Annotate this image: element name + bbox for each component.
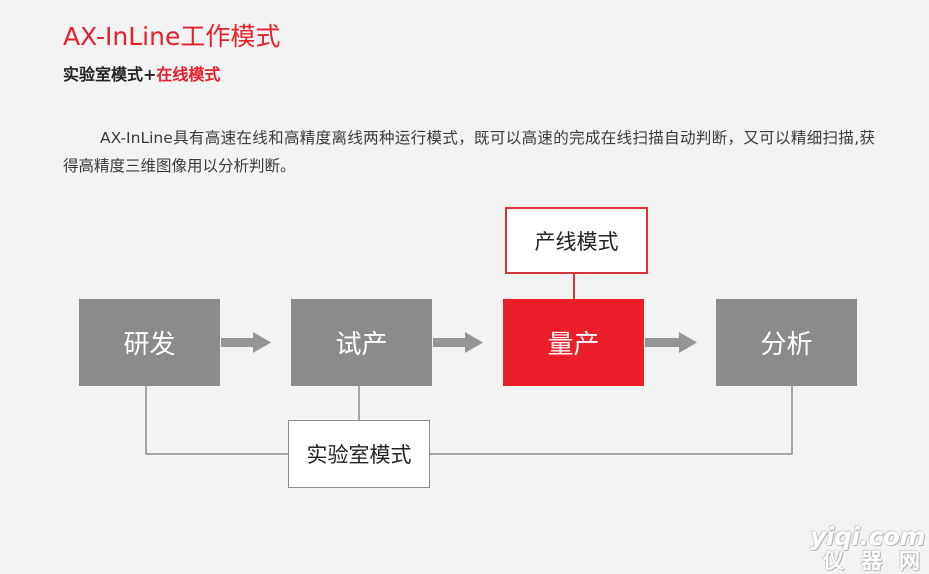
yiqi-watermark-logo: yiqi.com 仪器网 [810,522,925,573]
page-title: AX-InLine工作模式 [63,22,281,51]
step-analysis: 分析 [716,299,857,386]
lab-mode-connector-right [430,386,793,455]
lab-mode-box: 实验室模式 [288,420,430,488]
description-paragraph: AX-InLine具有高速在线和高精度离线两种运行模式，既可以高速的完成在线扫描… [63,129,875,175]
arrow-trial-to-mass [433,332,483,353]
production-mode-box: 产线模式 [505,207,648,274]
arrow-develop-to-trial [221,332,271,353]
watermark-cn: 仪器网 [823,549,929,573]
arrow-mass-to-analysis [645,332,697,353]
lab-mode-connector-left [145,386,289,455]
subtitle-lab-mode: 实验室模式+ [63,65,157,84]
page-subtitle: 实验室模式+在线模式 [63,62,220,88]
step-mass-production: 量产 [503,299,644,386]
step-trial-production: 试产 [291,299,432,386]
watermark-url: yiqi.com [810,522,925,551]
subtitle-online-mode: 在线模式 [156,65,221,84]
step-develop: 研发 [79,299,220,386]
